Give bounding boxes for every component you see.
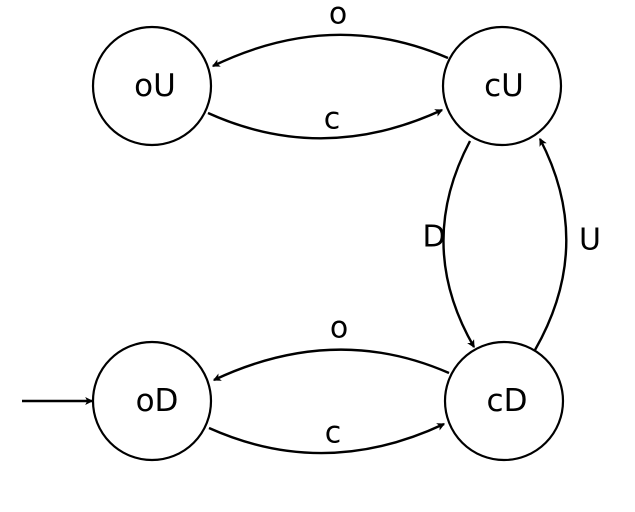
transition-cU-to-oU-label: o [329,0,347,32]
transition-oD-to-cD-label: c [325,416,342,451]
state-cU: cU [441,25,563,147]
transition-cU-to-oU-arrow [211,33,449,68]
transition-cD-to-oD-label: o [330,311,348,346]
state-cU-label: cU [484,68,524,104]
state-oU-circle [91,25,213,147]
transition-oU-to-cU-label: c [324,102,341,137]
transition-oU-to-cU-arrow [207,108,444,140]
transition-cD-to-cU-label: U [579,223,601,258]
transition-cU-to-cD-arrow [442,140,476,349]
state-cU-circle [441,25,563,147]
state-oD: oD [91,340,213,462]
state-oU-label: oU [134,68,176,104]
state-oU: oU [91,25,213,147]
state-cD: cD [443,340,565,462]
transition-cD-to-oD-arrow [212,348,450,382]
transition-cD-to-cU-arrow [533,137,568,351]
transition-cU-to-cD-label: D [422,220,445,255]
transition-oD-to-cD-arrow [208,422,446,455]
state-cD-circle [443,340,565,462]
state-cD-label: cD [487,383,528,419]
state-oD-label: oD [136,383,179,419]
